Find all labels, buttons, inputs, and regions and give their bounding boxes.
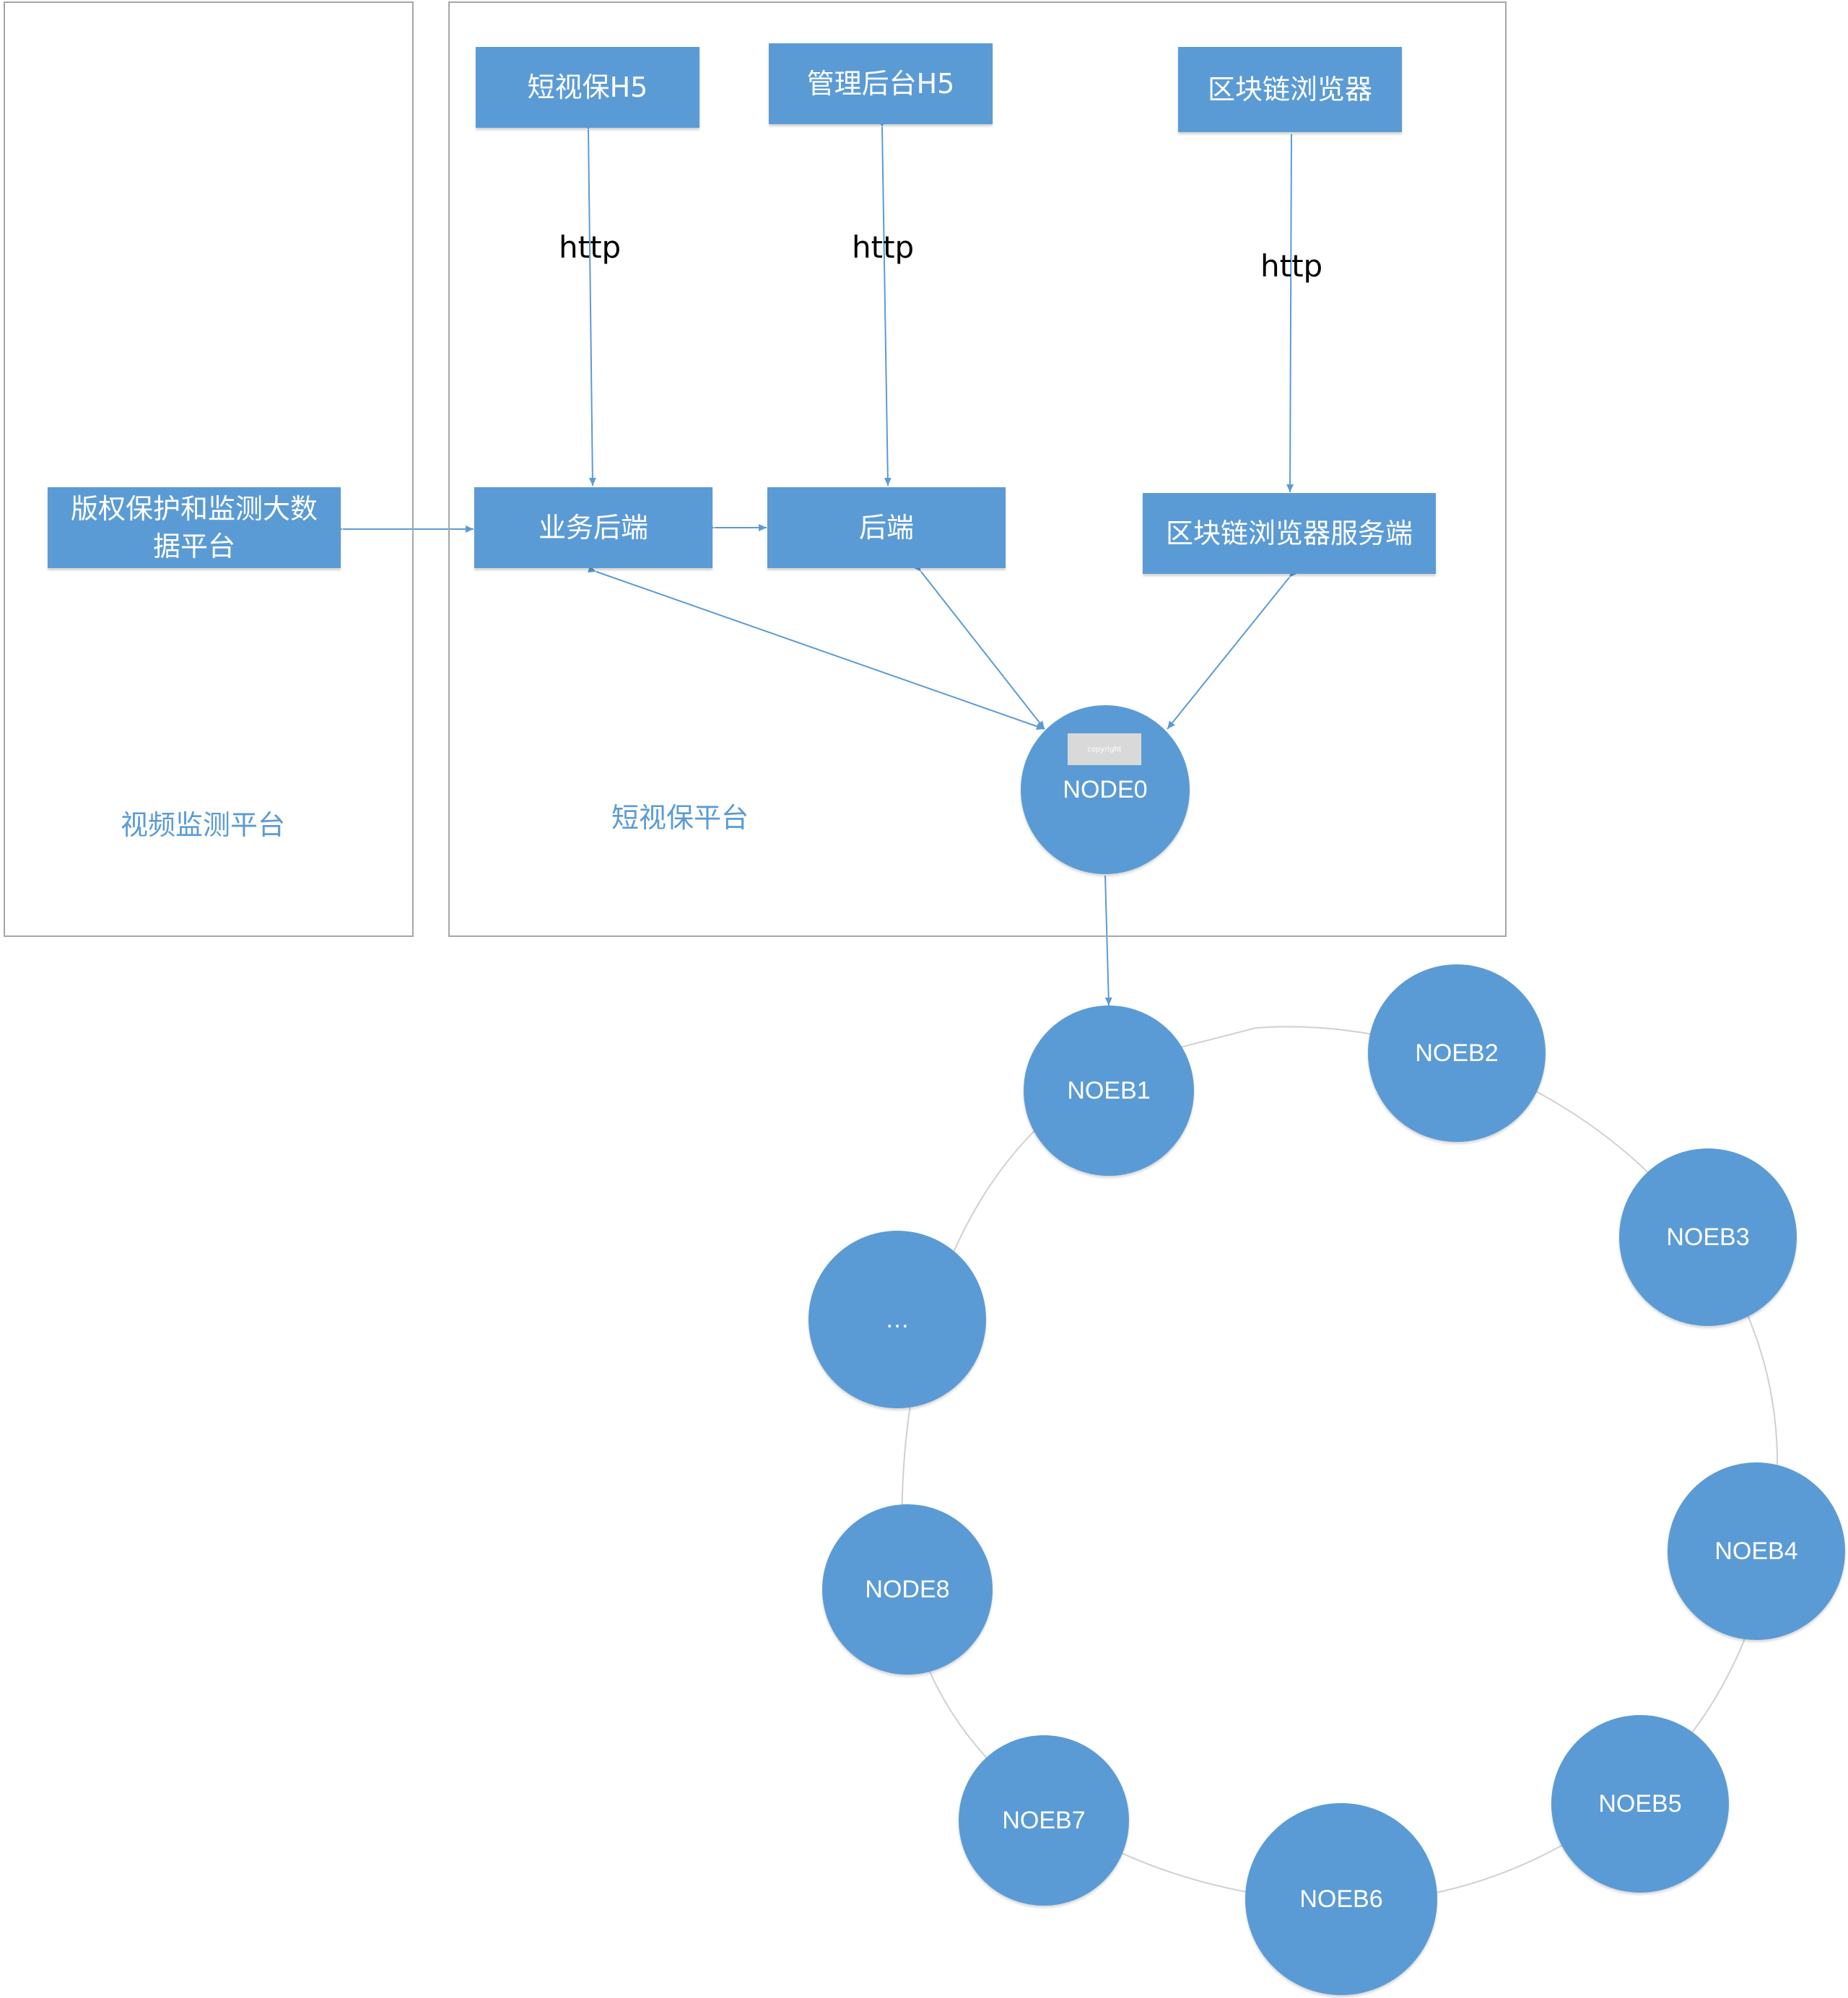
node-2: NOEB2 bbox=[1368, 964, 1546, 1142]
short-video-panel bbox=[448, 1, 1507, 937]
video-monitor-panel-title: 视频监测平台 bbox=[121, 809, 286, 841]
edge-browser-server bbox=[1286, 134, 1294, 493]
node-label: NODE8 bbox=[865, 1575, 950, 1603]
copyright-platform-box: 版权保护和监测大数据平台 bbox=[48, 487, 341, 568]
blockchain-browser-box: 区块链浏览器 bbox=[1178, 47, 1402, 132]
node-8: NODE8 bbox=[822, 1504, 993, 1675]
node-label: … bbox=[885, 1305, 910, 1333]
business-backend-box: 业务后端 bbox=[474, 487, 712, 568]
node-label: NOEB5 bbox=[1598, 1789, 1682, 1818]
edge-node0-node1 bbox=[1104, 875, 1112, 1006]
copyright-tag: copyright bbox=[1068, 733, 1141, 765]
node-label: NOEB1 bbox=[1067, 1076, 1151, 1104]
http-label: http bbox=[559, 230, 622, 265]
node-0: NODE0 bbox=[1021, 705, 1190, 874]
short-video-panel-title: 短视保平台 bbox=[611, 802, 749, 834]
browser-server-box: 区块链浏览器服务端 bbox=[1143, 493, 1436, 574]
http-label: http bbox=[1260, 248, 1323, 284]
node-label: NOEB6 bbox=[1299, 1885, 1383, 1913]
node-label: NOEB2 bbox=[1415, 1039, 1499, 1067]
node-label: NOEB7 bbox=[1002, 1806, 1086, 1834]
node-1: NOEB1 bbox=[1024, 1005, 1194, 1176]
edge-admin-backend bbox=[878, 118, 892, 487]
edge-server-node0 bbox=[1167, 569, 1297, 730]
node-label: NOEB4 bbox=[1714, 1537, 1798, 1565]
node-6: NOEB6 bbox=[1245, 1803, 1437, 1995]
edge-h5-business bbox=[584, 121, 596, 487]
video-monitor-panel bbox=[4, 1, 414, 937]
node-label: NOEB3 bbox=[1666, 1223, 1750, 1251]
edge-backend-node0 bbox=[913, 563, 1045, 730]
node-3: NOEB3 bbox=[1619, 1148, 1797, 1326]
node-label: NODE0 bbox=[1063, 775, 1148, 803]
node-5: NOEB5 bbox=[1551, 1715, 1729, 1893]
node-4: NOEB4 bbox=[1668, 1462, 1845, 1640]
backend-box: 后端 bbox=[767, 487, 1006, 568]
node-ellipsis: … bbox=[808, 1231, 986, 1408]
short-video-h5-box: 短视保H5 bbox=[476, 47, 699, 128]
admin-h5-box: 管理后台H5 bbox=[769, 43, 993, 124]
http-label: http bbox=[852, 230, 915, 265]
node-7: NOEB7 bbox=[959, 1735, 1129, 1906]
